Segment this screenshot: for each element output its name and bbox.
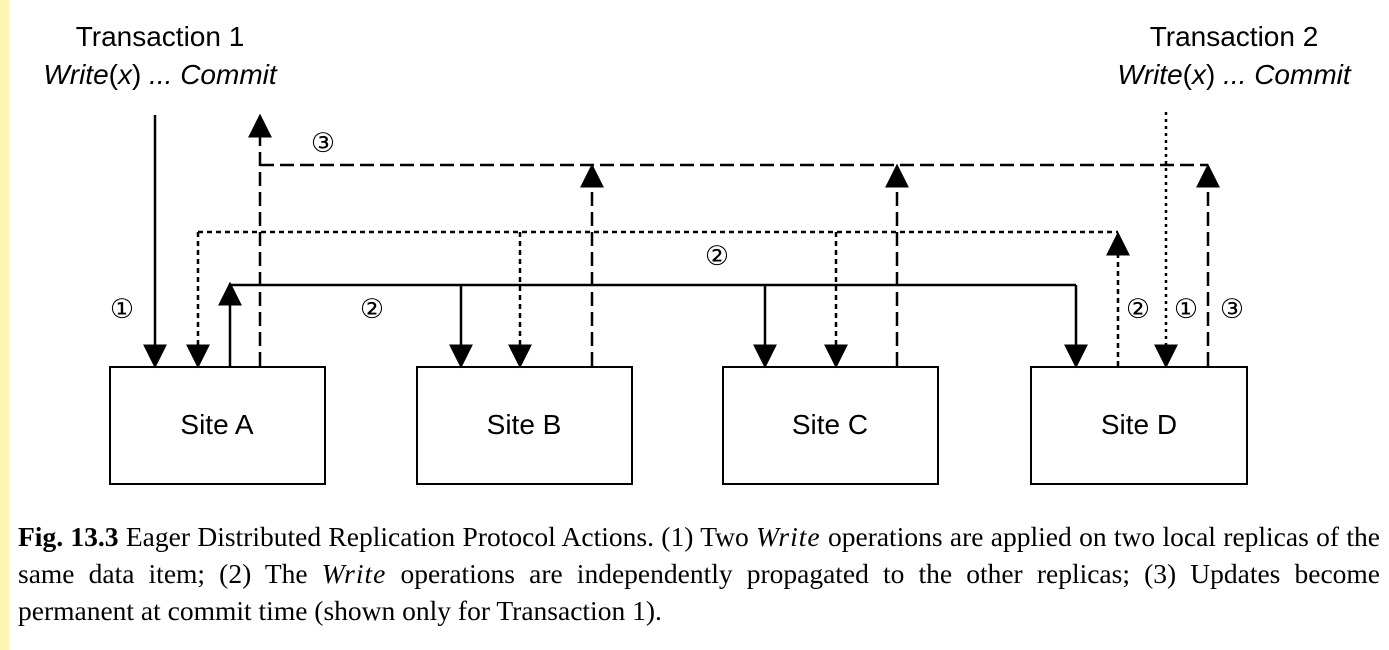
site-a-box (109, 366, 326, 485)
transaction-2-operation: Write(x) ... Commit (1117, 59, 1352, 90)
figure-caption: Fig. 13.3 Eager Distributed Replication … (18, 518, 1380, 629)
site-a-label: Site A (180, 409, 253, 440)
transaction-2-title: Transaction 2 (1150, 21, 1319, 52)
caption-write-word-1: Write (756, 521, 821, 552)
margin-highlight-bar (0, 0, 9, 650)
site-d-box (1030, 366, 1248, 485)
step-1-marker-site-d: ① (1174, 294, 1198, 325)
transaction-2-label: Transaction 2 Write(x) ... Commit (1117, 21, 1352, 90)
caption-part-1: Eager Distributed Replication Protocol A… (125, 521, 749, 552)
site-c-label: Site C (792, 409, 868, 440)
replication-diagram: Transaction 1 Write(x) ... Commit Transa… (43, 21, 1352, 485)
step-3-marker-commit: ③ (311, 128, 335, 159)
transaction-1-title: Transaction 1 (76, 21, 245, 52)
caption-part-2: operations are applied on two local repl… (18, 521, 1380, 589)
caption-write-word-2: Write (321, 558, 387, 589)
site-d-label: Site D (1101, 409, 1177, 440)
step-3-marker-site-d: ③ (1220, 294, 1244, 325)
transaction-1-label: Transaction 1 Write(x) ... Commit (43, 21, 278, 90)
figure-label: Fig. 13.3 (18, 521, 119, 552)
step-2-marker-dotted: ② (705, 241, 729, 272)
site-b-label: Site B (487, 409, 562, 440)
transaction-1-operation: Write(x) ... Commit (43, 59, 278, 90)
step-2-marker-site-d: ② (1126, 294, 1150, 325)
step-2-marker-solid: ② (360, 294, 384, 325)
step-1-marker-site-a: ① (110, 294, 134, 325)
caption-part-3: operations are independently propagated … (18, 558, 1381, 626)
